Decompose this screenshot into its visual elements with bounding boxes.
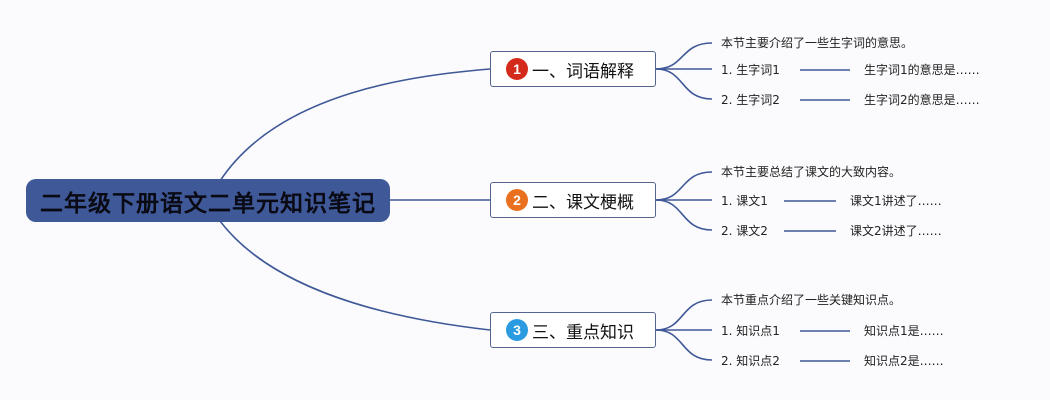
branch-3-item-2-detail[interactable]: 知识点2是…… [864,354,944,368]
branch-3-item-1-term[interactable]: 1. 知识点1 [721,324,780,338]
branch-2-item-2-term[interactable]: 2. 课文2 [721,224,768,238]
connector-branch-1-summary [655,42,713,70]
branch-3-summary[interactable]: 本节重点介绍了一些关键知识点。 [721,293,902,307]
branch-1-summary[interactable]: 本节主要介绍了一些生字词的意思。 [721,36,914,50]
connector-branch-2-summary [655,171,713,201]
branch-topic-1[interactable]: 1 一、词语解释 [490,51,656,87]
connector-branch-1-item-2 [655,68,713,100]
number-1-badge-icon: 1 [506,58,528,80]
root-topic[interactable]: 二年级下册语文二单元知识笔记 [26,179,390,222]
connector-root-branch-3 [219,220,491,331]
branch-1-item-1-detail[interactable]: 生字词1的意思是…… [864,63,980,77]
connector-branch-2-item-2 [655,199,713,231]
branch-2-summary[interactable]: 本节主要总结了课文的大致内容。 [721,165,902,179]
number-3-badge-icon: 3 [506,319,528,341]
connector-root-branch-1 [219,68,491,182]
branch-2-item-2-detail[interactable]: 课文2讲述了…… [850,224,942,238]
branch-1-item-1-term[interactable]: 1. 生字词1 [721,63,780,77]
number-2-badge-icon: 2 [506,189,528,211]
branch-topic-3-label: 三、重点知识 [532,322,634,343]
connector-branch-3-summary [655,299,713,331]
branch-1-item-2-term[interactable]: 2. 生字词2 [721,93,780,107]
branch-topic-2-label: 二、课文梗概 [532,192,634,213]
branch-topic-1-label: 一、词语解释 [532,61,634,82]
root-topic-title: 二年级下册语文二单元知识笔记 [40,190,376,217]
branch-1-item-2-detail[interactable]: 生字词2的意思是…… [864,93,980,107]
branch-2-item-1-term[interactable]: 1. 课文1 [721,194,768,208]
branch-topic-3[interactable]: 3 三、重点知识 [490,312,656,348]
connector-branch-3-item-2 [655,329,713,361]
branch-topic-2[interactable]: 2 二、课文梗概 [490,182,656,218]
branch-3-item-1-detail[interactable]: 知识点1是…… [864,324,944,338]
branch-2-item-1-detail[interactable]: 课文1讲述了…… [850,194,942,208]
branch-3-item-2-term[interactable]: 2. 知识点2 [721,354,780,368]
